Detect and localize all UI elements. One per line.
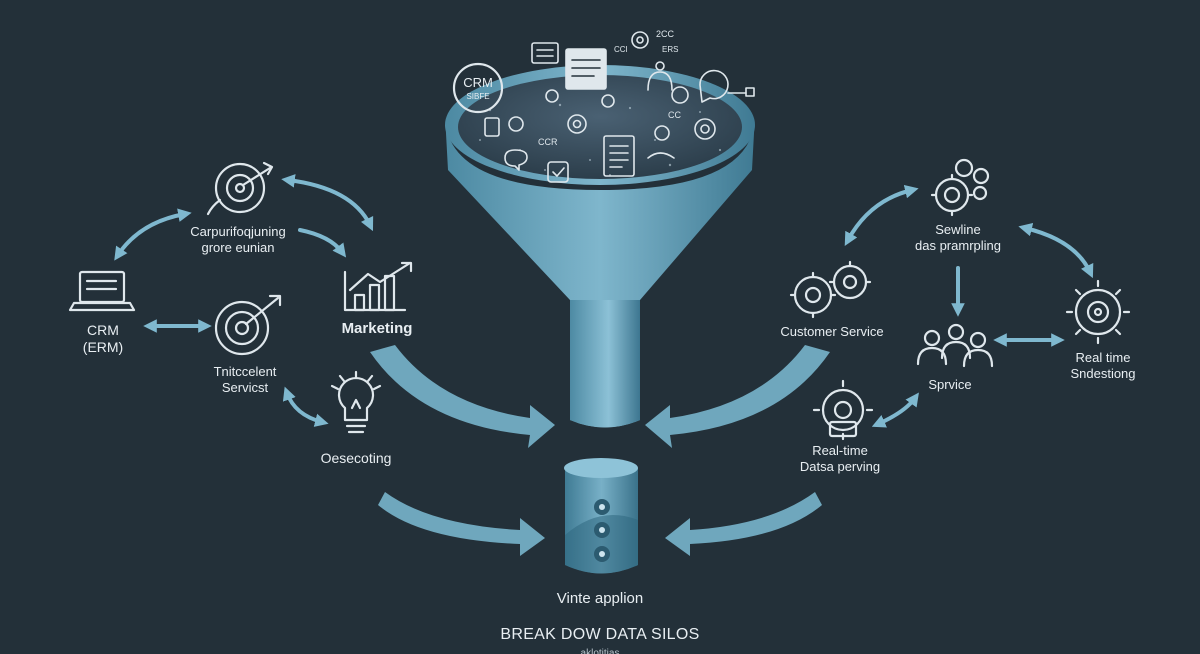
gear-small-icon	[694, 118, 716, 140]
bowl-text-2: CC	[668, 110, 681, 120]
phone-icon	[484, 117, 500, 137]
lightbulb-icon	[330, 370, 382, 434]
top-icons: CRM SIBFE 2CC ERS CCI	[452, 29, 755, 114]
person-icon	[647, 71, 673, 91]
top-small-3: CCI	[614, 45, 628, 54]
right-connectors	[844, 184, 1094, 428]
funnel-body	[445, 115, 755, 428]
gear-icon	[631, 31, 649, 49]
right-icons	[789, 158, 1131, 441]
gears-cluster-icon	[930, 158, 990, 217]
gear-icon	[1065, 279, 1131, 345]
converge-arrows	[370, 345, 830, 556]
growth-chart-icon	[343, 261, 413, 312]
document-icon	[565, 48, 607, 90]
bulb-icon	[601, 94, 615, 108]
crm-badge-title: CRM	[463, 75, 493, 90]
arrow-icon	[647, 152, 675, 159]
crm-badge-icon	[452, 62, 504, 114]
bowl-text-1: CCR	[538, 137, 558, 147]
target-icon	[214, 294, 282, 356]
people-icon	[916, 323, 994, 368]
database-icon	[564, 458, 638, 574]
arrow-right-lower	[665, 492, 822, 556]
gears-icon	[789, 260, 872, 319]
crm-badge-sub: SIBFE	[466, 92, 489, 101]
node-label-rts: Real time Sndestiong	[1070, 350, 1136, 381]
lock-icon	[545, 89, 559, 103]
node-label-svc: Sprvice	[928, 377, 972, 392]
funnel-spout	[570, 300, 640, 428]
circle-icon	[508, 116, 524, 132]
node-label-ts: Tnitccelent Servicst	[213, 364, 277, 395]
document-icon	[603, 135, 635, 177]
funnel: CCR CC	[445, 65, 755, 428]
arrow-left-lower	[378, 492, 545, 556]
gear-small-icon	[567, 114, 587, 134]
window-icon	[531, 42, 559, 64]
node-label-cs: Customer Service	[780, 324, 884, 339]
arrow-right-upper	[645, 345, 830, 448]
funnel-bowl	[458, 75, 742, 179]
laptop-icon	[68, 270, 136, 312]
settings-icon	[654, 125, 670, 141]
top-small-1: 2CC	[656, 29, 675, 39]
chat-icon	[699, 69, 729, 103]
chat-icon	[504, 149, 528, 171]
bowl-icons	[484, 86, 716, 183]
node-label-rtd: Real-time Datsa perving	[799, 443, 881, 474]
node-label-oe: Oesecoting	[320, 450, 392, 466]
arrow-left-upper	[370, 345, 555, 448]
database-label: Vinte applion	[556, 590, 644, 607]
person-icon	[671, 86, 689, 104]
left-connectors	[114, 174, 374, 427]
check-icon	[547, 161, 569, 183]
footer-title: BREAK DOW DATA SILOS	[500, 626, 700, 643]
node-label-sd: Sewline das pramrpling	[915, 222, 1001, 253]
target-icon	[206, 161, 274, 216]
footer-subtitle: aklotitias	[580, 648, 620, 654]
funnel-particles	[479, 103, 722, 176]
node-label-cp: Carpurifoqjuning grore eunian	[190, 224, 286, 255]
node-label-crm: CRM (ERM)	[82, 322, 124, 355]
left-icons	[68, 161, 413, 434]
node-label-marketing: Marketing	[341, 320, 413, 337]
top-small-2: ERS	[662, 45, 678, 54]
brain-gear-icon	[812, 379, 874, 441]
